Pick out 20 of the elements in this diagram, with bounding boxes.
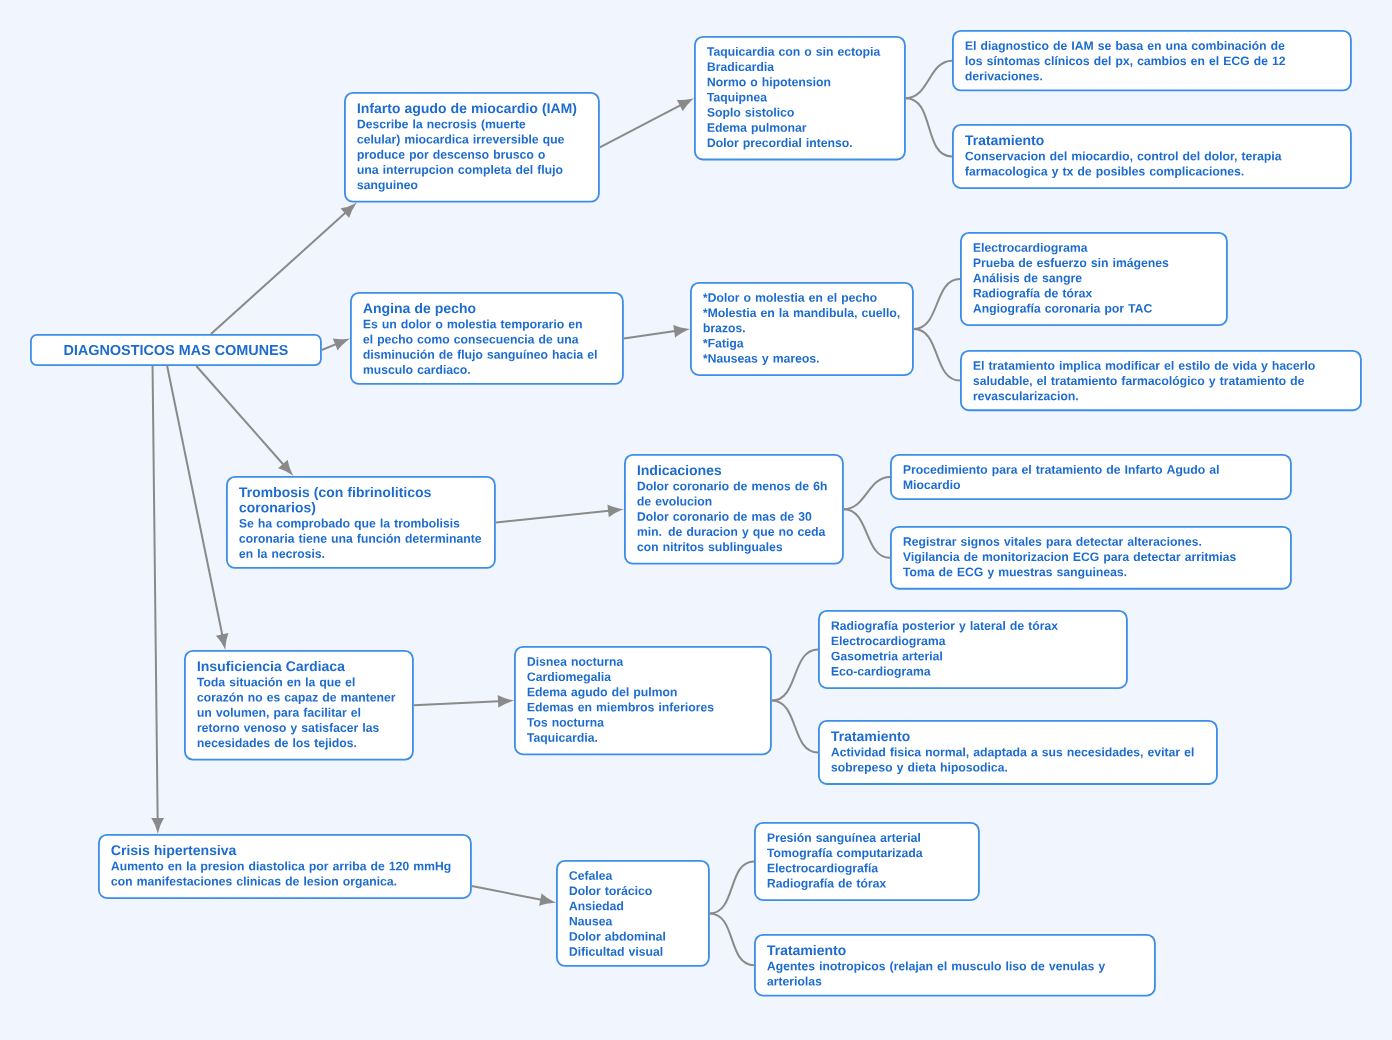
branch-line: [708, 912, 755, 967]
arrow: [320, 338, 348, 351]
arrow: [151, 365, 164, 832]
arrow: [470, 884, 554, 906]
arrow: [494, 505, 622, 524]
arrow: [166, 365, 228, 648]
arrow: [598, 98, 692, 149]
arrow: [209, 204, 355, 335]
branch-line: [770, 648, 819, 702]
branch-line: [912, 278, 961, 330]
branch-line: [912, 328, 961, 382]
branch-line: [770, 699, 819, 754]
branch-line: [708, 860, 755, 915]
branch-line: [842, 476, 891, 511]
branch-line: [904, 97, 953, 158]
arrow: [412, 695, 512, 707]
branch-line: [842, 508, 891, 559]
arrow: [622, 325, 688, 340]
branch-line: [904, 59, 953, 100]
arrow: [195, 365, 292, 475]
